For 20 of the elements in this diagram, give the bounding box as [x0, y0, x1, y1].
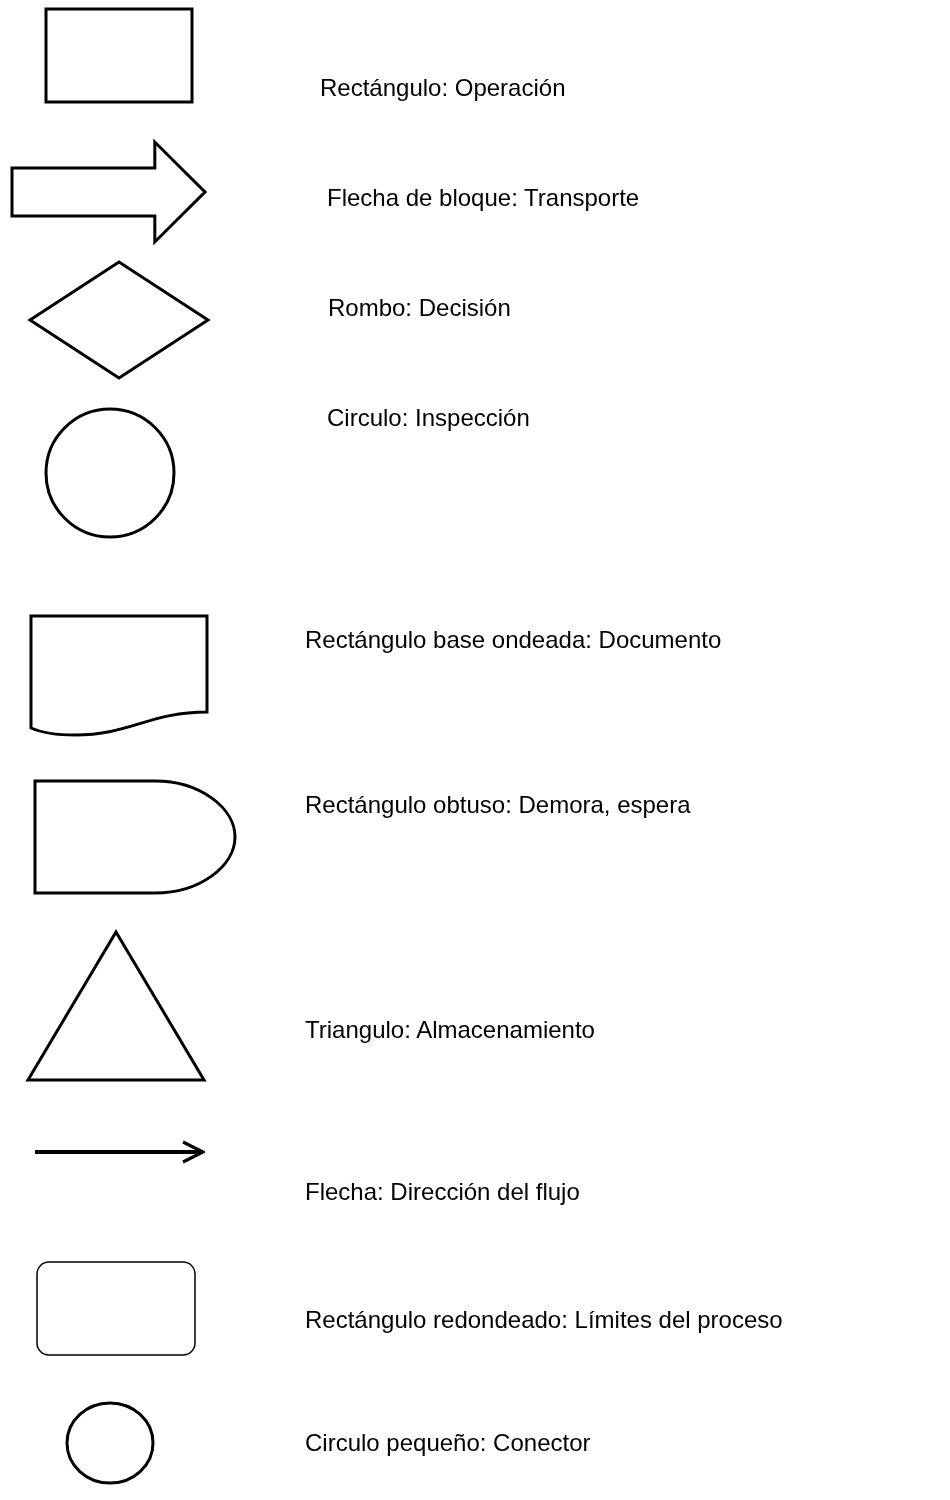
- circle-symbol: [44, 407, 176, 539]
- delay-symbol: [33, 779, 237, 895]
- symbol-label: Circulo pequeño: Conector: [305, 1431, 591, 1455]
- circle-symbol: [65, 1401, 155, 1485]
- diamond-symbol: [27, 260, 211, 380]
- symbol-label: Rectángulo: Operación: [320, 76, 566, 100]
- triangle-symbol: [25, 929, 207, 1082]
- symbol-label: Triangulo: Almacenamiento: [305, 1018, 595, 1042]
- rectangle-symbol: [44, 7, 194, 104]
- symbol-label: Circulo: Inspección: [327, 406, 530, 430]
- symbol-label: Rectángulo obtuso: Demora, espera: [305, 793, 691, 817]
- document-symbol: [29, 614, 209, 737]
- symbol-label: Rectángulo redondeado: Límites del proceso: [305, 1308, 783, 1332]
- symbol-label: Flecha: Dirección del flujo: [305, 1180, 580, 1204]
- arrow-symbol: [35, 1140, 205, 1164]
- rounded-rectangle-symbol: [36, 1261, 196, 1356]
- symbol-label: Rombo: Decisión: [328, 296, 511, 320]
- block-arrow-symbol: [10, 138, 208, 246]
- symbol-label: Rectángulo base ondeada: Documento: [305, 628, 722, 652]
- symbol-label: Flecha de bloque: Transporte: [327, 186, 640, 210]
